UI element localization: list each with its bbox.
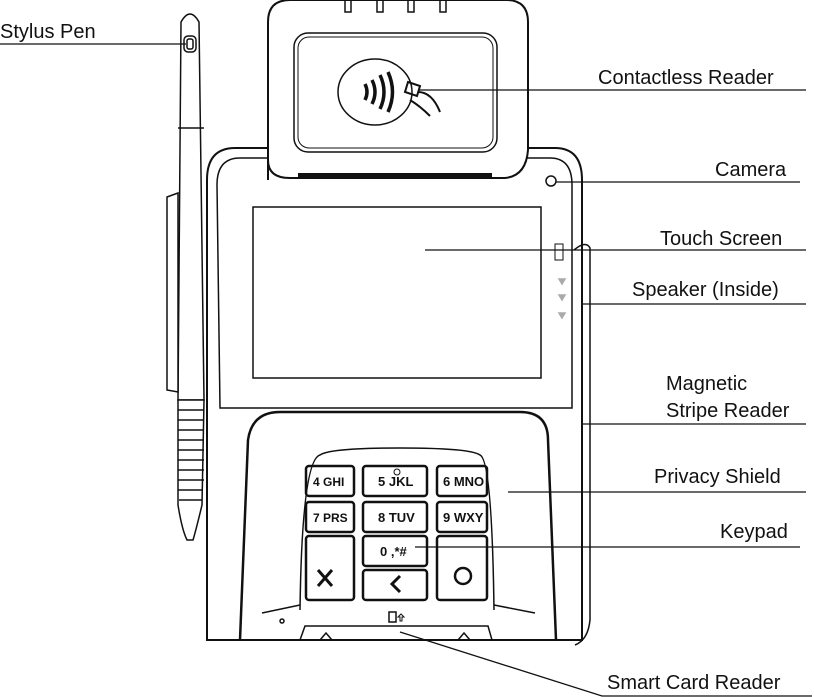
key-8[interactable]: 8 TUV [378,510,415,525]
label-stylus-pen: Stylus Pen [0,21,96,43]
contactless-icon [363,71,395,113]
leader-lines [0,43,812,697]
label-contactless-reader: Contactless Reader [598,67,774,89]
stylus-grip [177,399,205,541]
label-camera: Camera [715,159,787,181]
card-insert-icon [388,611,397,623]
magnetic-stripe-reader [573,243,591,646]
touch-screen [252,206,542,379]
key-5[interactable]: 5 JKL [378,474,413,489]
key-6[interactable]: 6 MNO [443,474,484,489]
enter-circle-icon [453,566,473,586]
stylus-pen-drawing [166,13,205,541]
label-magnetic-line2: Stripe Reader [666,400,790,422]
label-magnetic-line1: Magnetic [666,373,748,395]
label-keypad: Keypad [720,521,788,543]
label-touch-screen: Touch Screen [660,228,783,250]
label-smart-card-reader: Smart Card Reader [607,672,781,694]
keypad-keys [304,464,489,602]
label-privacy-shield: Privacy Shield [654,466,781,488]
camera-lens [545,175,557,187]
contactless-reader-drawing [267,0,529,180]
smart-card-slot [279,611,493,641]
backspace-icon [389,574,402,594]
key-7[interactable]: 7 PRS [313,511,348,525]
key-9[interactable]: 9 WXY [443,510,484,525]
label-speaker: Speaker (Inside) [632,279,779,301]
key-0[interactable]: 0 ,*# [380,544,408,559]
cancel-x-icon [316,569,334,587]
key-4[interactable]: 4 GHI [313,475,344,489]
